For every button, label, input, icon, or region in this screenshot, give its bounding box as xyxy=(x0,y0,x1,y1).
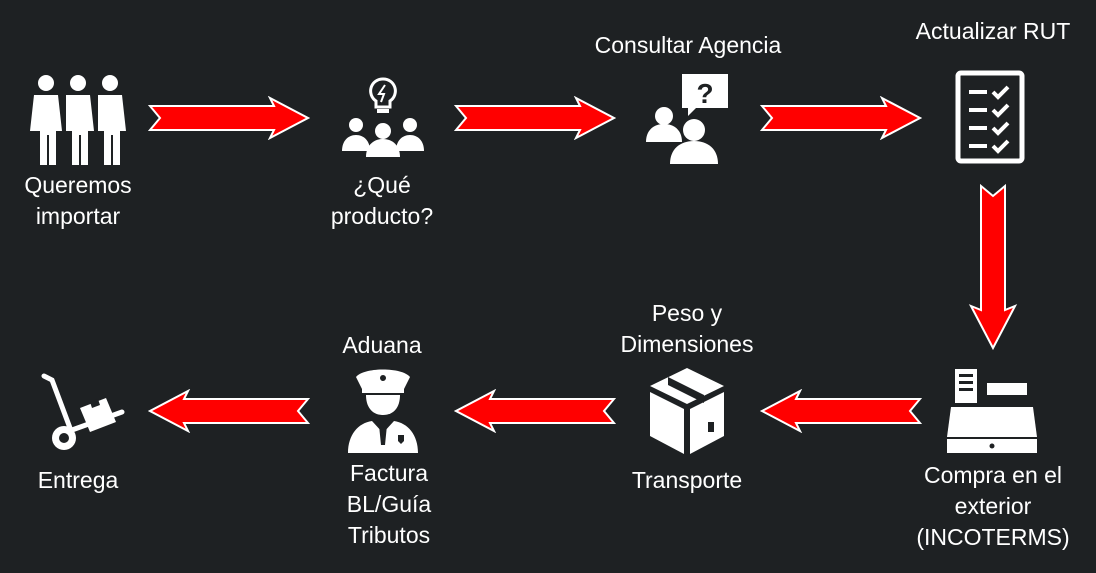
step-queremos-line-1: Queremos xyxy=(24,172,132,198)
team-idea-lightbulb-icon xyxy=(342,77,424,157)
customs-officer-icon xyxy=(348,369,418,453)
arrow-left-2 xyxy=(454,389,616,433)
step-transporte-top-line-2: Dimensiones xyxy=(620,331,754,357)
step-transporte-top-label: Peso y Dimensiones xyxy=(621,298,754,360)
arrow-left-1 xyxy=(760,389,922,433)
arrow-down xyxy=(968,184,1018,350)
step-transporte-top-line-1: Peso y xyxy=(651,300,723,326)
arrow-right-2 xyxy=(454,96,616,140)
step-aduana-line-2: BL/Guía xyxy=(346,491,432,517)
step-compra-label: Compra en el exterior (INCOTERMS) xyxy=(916,460,1069,553)
step-compra-line-1: Compra en el xyxy=(923,462,1063,488)
package-box-icon xyxy=(650,368,724,454)
svg-text:?: ? xyxy=(696,78,713,109)
step-compra-line-2: exterior xyxy=(954,493,1032,519)
people-group-icon xyxy=(30,75,126,165)
step-aduana-line-3: Tributos xyxy=(347,522,431,548)
step-agencia-label: Consultar Agencia xyxy=(595,30,782,61)
step-producto-label: ¿Qué producto? xyxy=(331,170,433,232)
step-aduana-label: Factura BL/Guía Tributos xyxy=(347,458,431,551)
step-aduana-top-line-1: Aduana xyxy=(342,332,422,358)
arrow-right-3 xyxy=(760,96,922,140)
step-producto-line-2: producto? xyxy=(330,203,434,229)
step-transporte-line-1: Transporte xyxy=(631,467,743,493)
step-aduana-top-label: Aduana xyxy=(342,330,421,361)
step-queremos-line-2: importar xyxy=(35,203,121,229)
step-rut-label: Actualizar RUT xyxy=(916,16,1071,47)
step-queremos-label: Queremos importar xyxy=(24,170,131,232)
checklist-document-icon xyxy=(955,70,1025,164)
step-producto-line-1: ¿Qué xyxy=(353,172,411,198)
consultation-question-icon: ? xyxy=(646,74,728,164)
step-rut-line-1: Actualizar RUT xyxy=(915,18,1071,44)
arrow-left-3 xyxy=(148,389,310,433)
step-entrega-label: Entrega xyxy=(38,465,119,496)
step-aduana-line-1: Factura xyxy=(350,460,428,486)
step-agencia-line-1: Consultar Agencia xyxy=(594,32,782,58)
hand-truck-delivery-icon xyxy=(41,373,125,450)
step-entrega-line-1: Entrega xyxy=(37,467,119,493)
arrow-right-1 xyxy=(148,96,310,140)
cash-register-icon xyxy=(947,369,1037,453)
step-transporte-label: Transporte xyxy=(632,465,742,496)
step-compra-line-3: (INCOTERMS) xyxy=(916,524,1070,550)
